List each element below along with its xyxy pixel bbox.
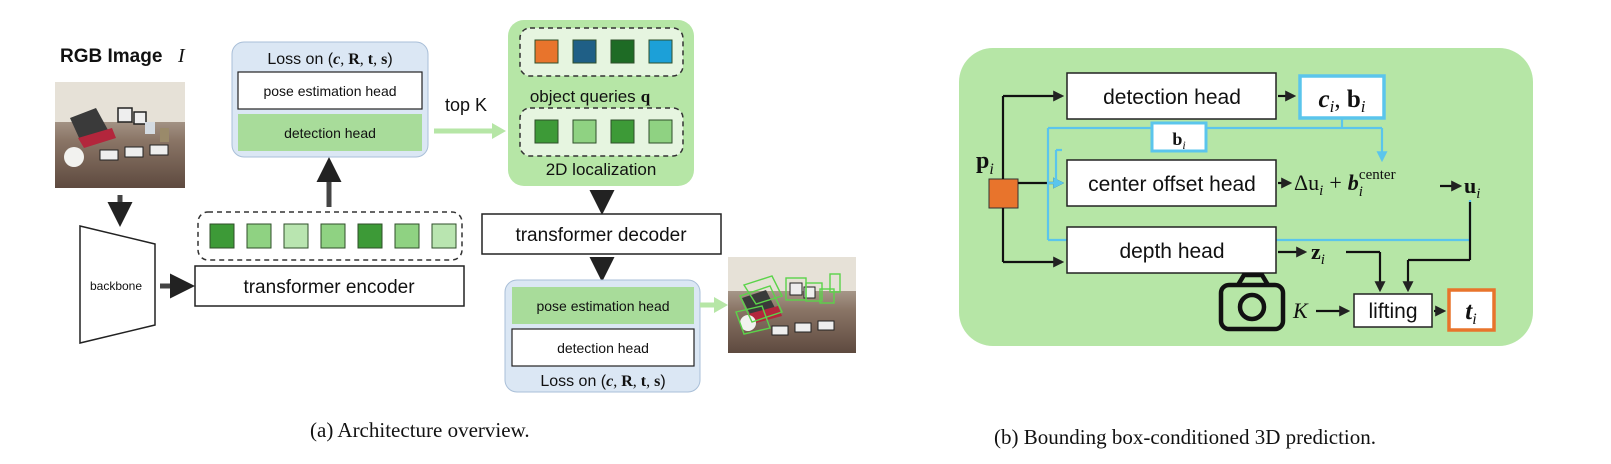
t-i-label: ti [1465, 298, 1476, 328]
encoder-token-2 [246, 223, 272, 249]
bottom-loss-text: Loss on (c, R, t, s) [540, 373, 665, 390]
top-k-label: top K [445, 95, 487, 115]
caption-a: (a) Architecture overview. [310, 418, 530, 442]
u-i-label: ui [1464, 173, 1480, 202]
encoder-token-1 [209, 223, 235, 249]
encoder-token-6 [394, 223, 420, 249]
top-pose-head-box [237, 71, 423, 110]
transformer-decoder-block [481, 213, 722, 255]
detection-head-block [1066, 72, 1277, 120]
output-arrowhead [714, 297, 728, 313]
encoder-tokens [209, 223, 457, 249]
p-i-label: pi [976, 148, 994, 178]
lifting-block [1353, 293, 1433, 328]
encoder-token-5 [357, 223, 383, 249]
bi-tag-label: bi [1172, 129, 1185, 152]
encoder-token-7 [431, 223, 457, 249]
top-loss-text: Loss on (c, R, t, s) [267, 51, 392, 68]
center-offset-head-label: center offset head [1088, 173, 1256, 196]
top-k-arrowhead [492, 123, 506, 139]
lifting-label: lifting [1368, 300, 1417, 323]
t-i-box [1447, 288, 1496, 332]
caption-b: (b) Bounding box-conditioned 3D predicti… [994, 425, 1377, 449]
z-i-label: zi [1311, 239, 1325, 268]
depth-head-label: depth head [1119, 240, 1224, 263]
encoder-token-4 [320, 223, 346, 249]
detection-head-label: detection head [1103, 86, 1241, 109]
depth-head-block [1066, 226, 1277, 274]
p-i-token [988, 178, 1019, 209]
transformer-encoder-label: transformer encoder [243, 277, 415, 298]
top-detection-head-label: detection head [284, 125, 376, 141]
encoder-token-3 [283, 223, 309, 249]
object-query-token-2 [572, 39, 597, 64]
backbone-label: backbone [90, 279, 142, 293]
transformer-decoder-label: transformer decoder [515, 225, 687, 246]
localization-token-1 [534, 119, 559, 144]
transformer-encoder-block [194, 265, 465, 307]
rgb-input-photo [55, 82, 185, 188]
bottom-pose-head-box [512, 287, 694, 324]
panel-b: pi detection head ci, bi [959, 48, 1533, 346]
object-query-token-1 [534, 39, 559, 64]
ci-bi-label: ci, bi [1319, 86, 1366, 116]
localization-container [519, 107, 684, 157]
bottom-pose-head-label: pose estimation head [536, 298, 669, 314]
localization-token-3 [610, 119, 635, 144]
bottom-detection-head-box [511, 328, 695, 367]
bottom-detection-head-label: detection head [557, 340, 649, 356]
backbone-block [79, 225, 156, 344]
localization-token-4 [648, 119, 673, 144]
object-query-token-4 [648, 39, 673, 64]
localization-tokens [534, 119, 673, 144]
rgb-image-symbol: I [177, 45, 186, 67]
rgb-image-label: RGB Image [60, 46, 162, 67]
offset-formula: Δui+bicenter [1294, 167, 1396, 200]
top-detection-head-box [238, 114, 422, 151]
top-pose-head-label: pose estimation head [263, 83, 396, 99]
panel-a: RGB Image I backbone transformer encoder [55, 20, 856, 393]
camera-icon [1218, 272, 1286, 332]
token-branch-lines [1001, 90, 1065, 268]
output-photo [728, 257, 856, 353]
object-query-tokens [534, 39, 673, 64]
object-queries-container [519, 27, 684, 77]
object-query-token-3 [610, 39, 635, 64]
lifting-input-lines [1346, 202, 1472, 293]
center-offset-head-block [1066, 159, 1277, 207]
localization-token-2 [572, 119, 597, 144]
bi-tag [1150, 121, 1208, 153]
localization-label: 2D localization [546, 160, 657, 179]
k-label: K [1292, 298, 1309, 323]
